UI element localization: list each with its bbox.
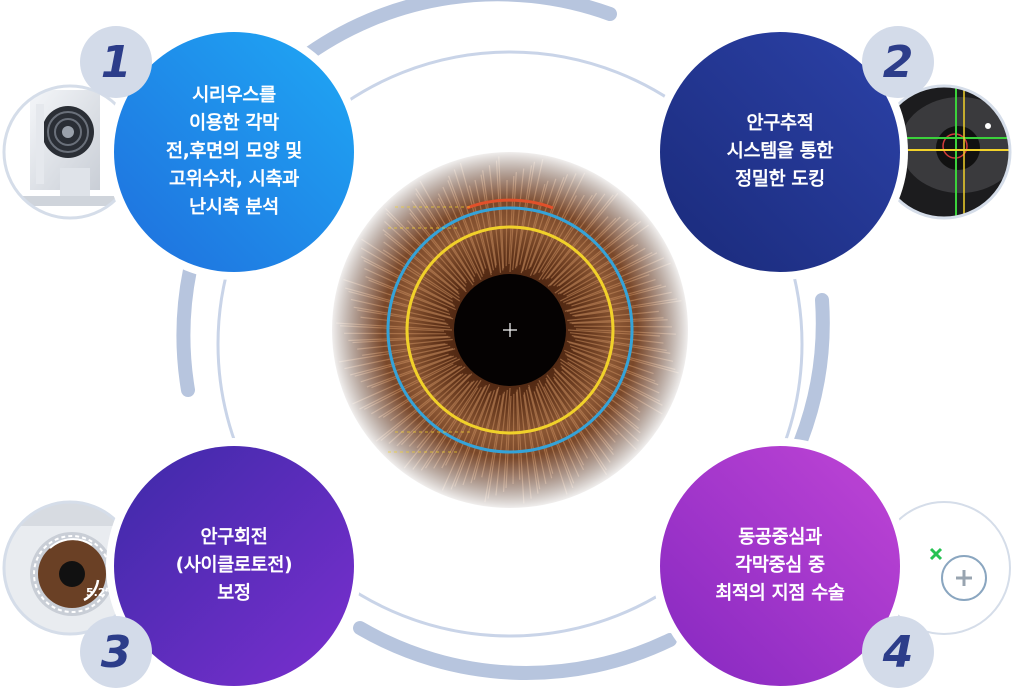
feature-circle-4: [660, 446, 900, 686]
feature-circle-2: [660, 32, 900, 272]
thumbnail-topographer: [4, 86, 136, 218]
inner-ring: [216, 50, 804, 638]
feature-text-3: 안구회전 (사이클로토전) 보정: [175, 527, 293, 604]
iris-image: [328, 148, 692, 512]
number-label-3: 3: [100, 626, 132, 678]
number-badge-1: 1: [80, 26, 152, 98]
feature-text-2: 안구추적 시스템을 통한 정밀한 도킹: [726, 113, 834, 190]
feature-circle-1: [114, 32, 354, 272]
number-badge-2: 2: [862, 26, 934, 98]
number-label-4: 4: [882, 626, 914, 678]
thumbnail-centering: [877, 501, 1011, 635]
number-badge-3: 3: [80, 616, 152, 688]
number-label-2: 2: [882, 36, 914, 88]
feature-text-4: 동공중심과 각막중심 중 최적의 지점 수술: [715, 527, 845, 604]
number-label-1: 1: [100, 36, 132, 88]
feature-circle-3: [114, 446, 354, 686]
rotation-readout: 5.2°: [86, 586, 111, 599]
number-badge-4: 4: [862, 616, 934, 688]
feature-text-1: 시리우스를 이용한 각막 전,후면의 모양 및 고위수차, 시축과 난시축 분석: [165, 85, 303, 218]
thumbnail-eye-tracking: [878, 86, 1010, 218]
